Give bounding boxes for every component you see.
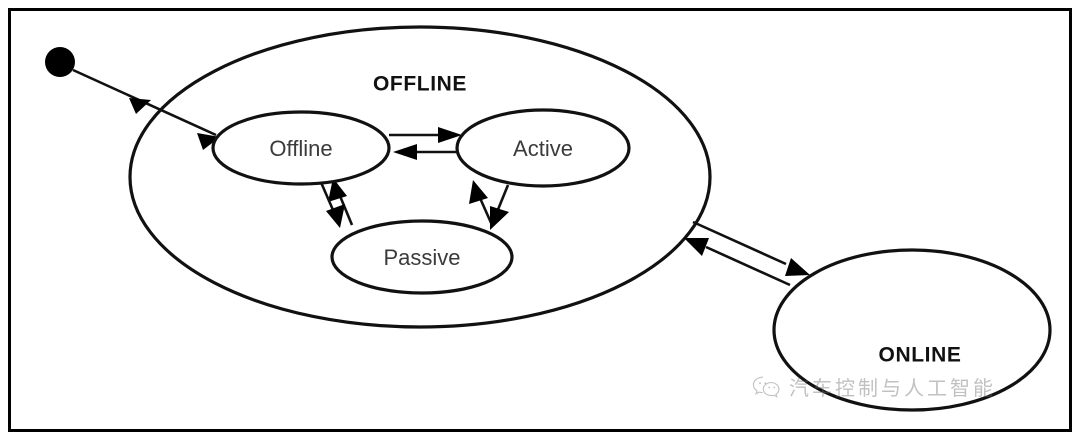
state-node-active[interactable]: Active (455, 108, 631, 188)
state-active-shape (455, 108, 631, 188)
offline-region-boundary[interactable] (128, 25, 712, 329)
passive-offline-edge-line (338, 195, 354, 226)
active-passive-edge-line (495, 184, 510, 213)
state-offline-shape (211, 110, 391, 186)
state-active-label: Active (513, 136, 573, 161)
online-region-boundary[interactable] (772, 248, 1052, 412)
offline-online-arrowhead (785, 258, 810, 276)
transition-passive-to-offline[interactable] (328, 178, 354, 226)
initial-state-node[interactable] (45, 47, 75, 77)
active-passive-arrowhead (490, 206, 509, 230)
transition-init-to-offline[interactable] (72, 68, 220, 150)
transition-offline-to-online[interactable] (692, 220, 810, 276)
passive-active-arrowhead (469, 180, 488, 204)
transition-active-to-offline[interactable] (393, 144, 463, 160)
state-node-offline[interactable]: Offline (211, 110, 391, 186)
offline-active-arrowhead (438, 127, 462, 143)
transition-active-to-passive[interactable] (490, 184, 510, 230)
online-offline-arrowhead (684, 238, 709, 256)
init-edge-arrowhead-target (197, 133, 220, 150)
offline-online-edge-line (692, 220, 787, 266)
active-offline-arrowhead (393, 144, 417, 160)
init-edge-arrowhead-boundary (129, 98, 151, 114)
online-region-label: ONLINE (879, 344, 962, 367)
state-node-passive[interactable]: Passive (330, 219, 514, 295)
online-offline-edge-line (705, 245, 791, 287)
offline-region-label: OFFLINE (373, 73, 467, 96)
state-offline-label: Offline (269, 136, 332, 161)
offline-passive-arrowhead (326, 204, 345, 228)
transition-online-to-offline[interactable] (684, 238, 791, 287)
transition-offline-to-passive[interactable] (318, 179, 345, 228)
outer-frame (8, 8, 1072, 432)
state-passive-shape (330, 219, 514, 295)
passive-offline-arrowhead (328, 178, 347, 202)
state-passive-label: Passive (383, 245, 460, 270)
transition-offline-to-active[interactable] (389, 127, 462, 143)
offline-passive-edge-line (318, 179, 335, 211)
